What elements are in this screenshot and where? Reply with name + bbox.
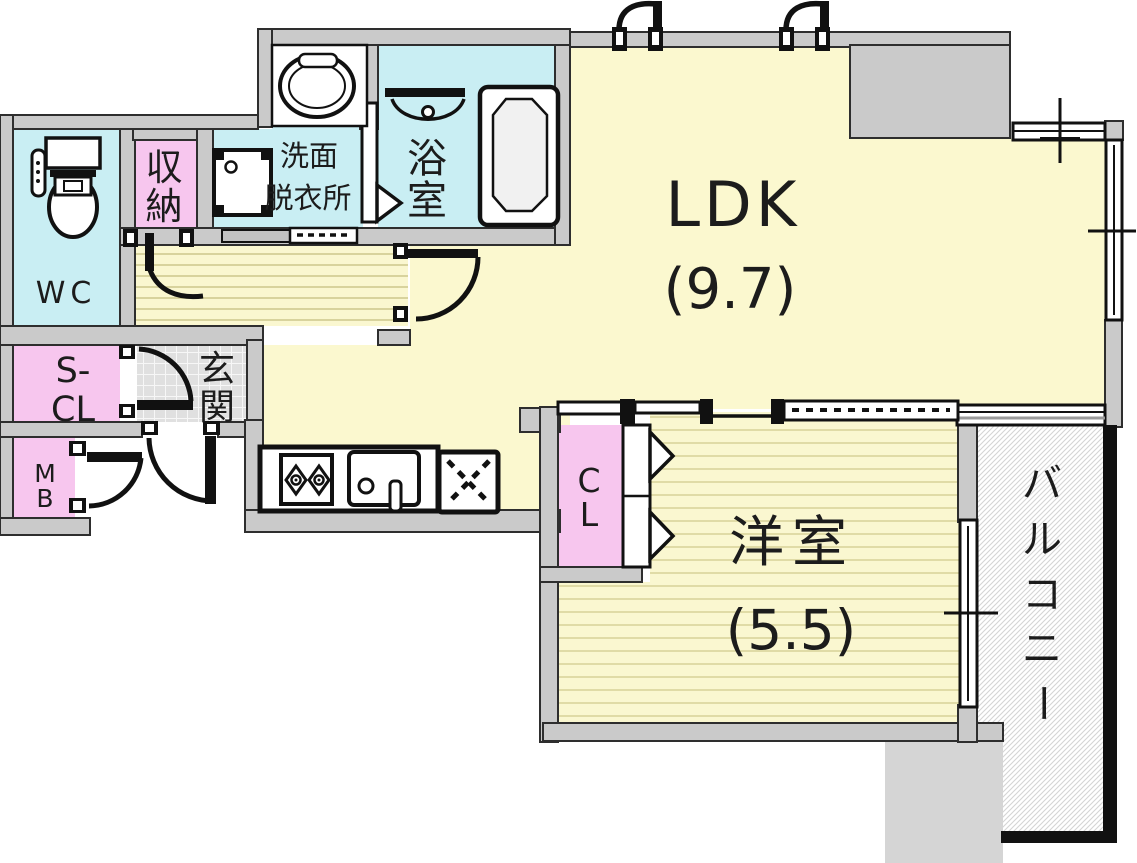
label-wc: WC [36,276,97,311]
kitchen-counter-icon [257,444,441,514]
hallway-floor-stripes [135,240,408,326]
door-meter-box [69,441,144,513]
washer-pan-icon [212,148,273,217]
wall-storage-right [196,128,214,231]
label-western-room-size: (5.5) [726,598,856,662]
balcony-rail-bottom [1001,831,1117,843]
balcony-rail [1001,425,1117,843]
labels: WC 収 納 洗面 脱衣所 浴 室 LDK (9.7) 玄 関 S- CL M … [34,136,1065,723]
floors [13,45,1105,863]
label-balcony-char1: バ [1022,461,1062,507]
vent-window-2 [779,0,830,51]
room-closet-floor [558,425,623,567]
wall-western-balcony-lower [957,704,978,743]
label-closet-char1: C [577,461,600,500]
label-washroom-line1: 洗面 [280,139,338,173]
label-meter-box-line1: M [34,459,56,488]
label-entrance-char2: 関 [199,387,235,428]
label-balcony-char4: ニ [1022,626,1062,672]
kitchen-sink [347,450,421,513]
wall-top-washroom [257,28,571,46]
room-storage-floor [135,140,197,228]
door-hall-ldk [393,243,481,322]
label-shoe-closet-line1: S- [56,351,91,391]
washbasin-icon [270,43,369,128]
door-storage [123,229,204,300]
label-balcony-char5: ー [1019,683,1065,723]
wall-right-outer [1104,319,1123,428]
wall-western-bottom [542,722,1004,742]
label-storage-char1: 収 [146,146,183,189]
wall-hall-bottom [0,325,264,346]
wall-hall-ldk-stub [377,329,411,346]
label-washroom-line2: 脱衣所 [264,181,351,215]
label-storage-char2: 納 [146,185,183,228]
window-ldk-top-right [1011,98,1107,163]
door-washroom-sliding [221,226,359,245]
label-western-room: 洋室 [729,510,855,574]
door-shoe-closet [119,345,194,418]
label-balcony: バ ル コ ニ ー [1019,461,1065,723]
wall-topright-stub [1104,120,1124,141]
doors [69,101,676,569]
wall-wc-top [0,114,259,130]
door-bathroom [360,101,404,225]
balcony-rail-right [1103,425,1117,843]
wall-ldk-notch-block [849,44,1011,139]
label-entrance-char1: 玄 [199,349,235,390]
neighbor-structure [885,725,1003,863]
room-ldk-floor [263,47,1105,512]
label-closet-char2: L [580,495,599,534]
bathtub-icon [385,84,561,228]
window-ldk-right [1088,138,1136,322]
stove-burners [284,463,331,497]
western-floor-stripes-2 [558,582,650,723]
label-bathroom-char2: 室 [407,178,447,224]
window-western-balcony [944,518,998,709]
hallway-floor [135,240,408,326]
label-balcony-char2: ル [1022,517,1062,563]
label-shoe-closet-line2: CL [51,390,95,430]
room-shoe-closet-floor [13,345,120,422]
room-western-floor [558,412,960,723]
wall-closet-bottom [539,566,643,583]
ldk-floor-main [570,138,1105,409]
wall-entrance-right [246,339,264,433]
door-entrance [141,421,220,504]
wall-washroom-left-stub [257,28,273,128]
door-closet-bifold [621,423,676,569]
western-floor-stripes-1 [650,412,960,723]
ldk-floor-top [570,47,850,140]
partition-ldk-western [556,399,960,424]
label-meter-box-line2: B [36,484,53,513]
sliding-door-ldk-balcony [955,403,1107,427]
label-ldk-size: (9.7) [664,257,797,322]
label-ldk: LDK [666,168,801,241]
toilet-icon [30,136,102,239]
fixtures [30,43,561,515]
laundry-pan-icon [436,449,501,515]
wall-western-balcony-upper [957,424,978,523]
wall-mb-bottom [0,517,91,536]
windows [556,0,1136,709]
room-meter-box-floor [13,437,75,518]
label-balcony-char3: コ [1022,572,1062,618]
vent-window-1 [612,0,663,51]
label-bathroom-char1: 浴 [407,136,447,182]
bathroom-door-swing-marker [375,181,404,225]
